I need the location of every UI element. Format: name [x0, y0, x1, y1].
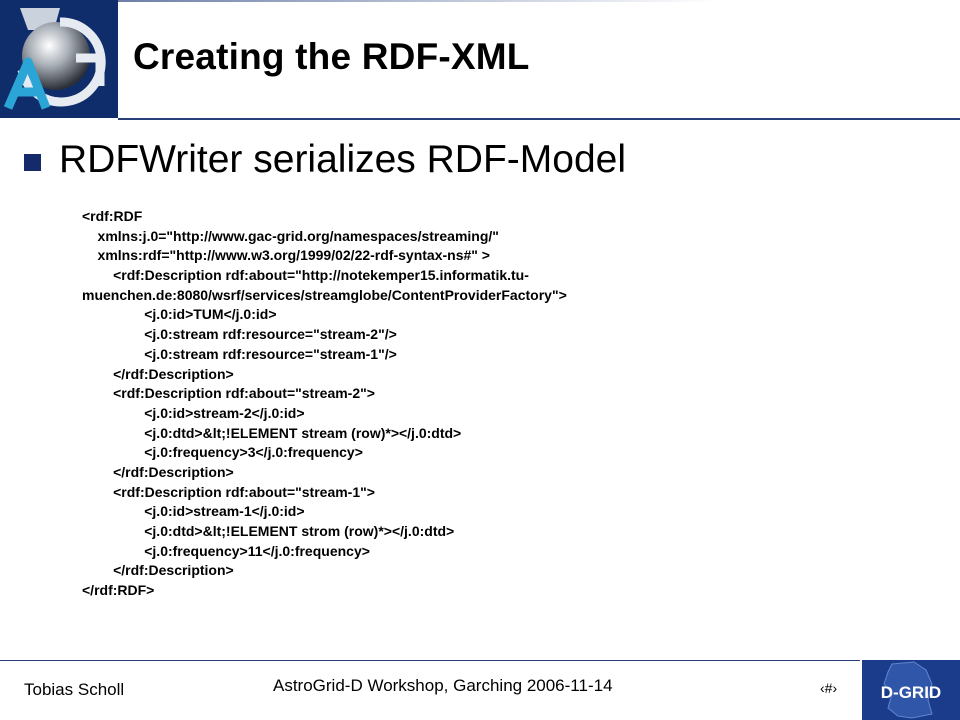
- code-line: muenchen.de:8080/wsrf/services/streamglo…: [82, 286, 567, 303]
- header-divider: [118, 118, 960, 120]
- rdf-xml-code-block: <rdf:RDF xmlns:j.0="http://www.gac-grid.…: [82, 207, 942, 601]
- d-grid-logo: D-GRID: [862, 660, 960, 720]
- code-line: <j.0:frequency>3</j.0:frequency>: [82, 444, 363, 461]
- slide-title: Creating the RDF-XML: [133, 36, 530, 77]
- d-grid-logo-text: D-GRID: [881, 683, 941, 702]
- slide-number: ‹#›: [820, 680, 838, 696]
- code-line: <rdf:Description rdf:about="stream-1">: [82, 483, 375, 500]
- code-line: <rdf:RDF: [82, 208, 143, 224]
- code-line: <j.0:stream rdf:resource="stream-2"/>: [82, 326, 397, 343]
- code-line: <j.0:id>stream-1</j.0:id>: [82, 503, 305, 520]
- code-line: <j.0:dtd>&lt;!ELEMENT stream (row)*></j.…: [82, 424, 462, 441]
- code-line: <j.0:id>TUM</j.0:id>: [82, 306, 277, 323]
- code-line: <j.0:stream rdf:resource="stream-1"/>: [82, 345, 397, 362]
- code-line: <j.0:frequency>11</j.0:frequency>: [82, 542, 370, 559]
- code-line: <rdf:Description rdf:about="http://notek…: [82, 267, 529, 284]
- bullet-item: RDFWriter serializes RDF-Model: [24, 138, 626, 182]
- code-line: </rdf:Description>: [82, 365, 234, 382]
- astrogrid-logo: [0, 0, 118, 118]
- code-line: </rdf:Description>: [82, 562, 234, 579]
- code-line: </rdf:Description>: [82, 463, 234, 480]
- footer-event: AstroGrid-D Workshop, Garching 2006-11-1…: [273, 676, 613, 695]
- code-line: <rdf:Description rdf:about="stream-2">: [82, 385, 375, 402]
- header-top-line: [118, 0, 718, 2]
- footer-author: Tobias Scholl: [24, 680, 125, 699]
- code-line: <j.0:id>stream-2</j.0:id>: [82, 404, 305, 421]
- code-line: </rdf:RDF>: [82, 582, 155, 599]
- code-line: <j.0:dtd>&lt;!ELEMENT strom (row)*></j.0…: [82, 523, 455, 539]
- code-line: xmlns:rdf="http://www.w3.org/1999/02/22-…: [82, 247, 490, 264]
- code-line: xmlns:j.0="http://www.gac-grid.org/names…: [82, 227, 499, 244]
- bullet-text: RDFWriter serializes RDF-Model: [59, 138, 627, 181]
- square-bullet-icon: [24, 153, 41, 171]
- footer-divider: [0, 660, 860, 661]
